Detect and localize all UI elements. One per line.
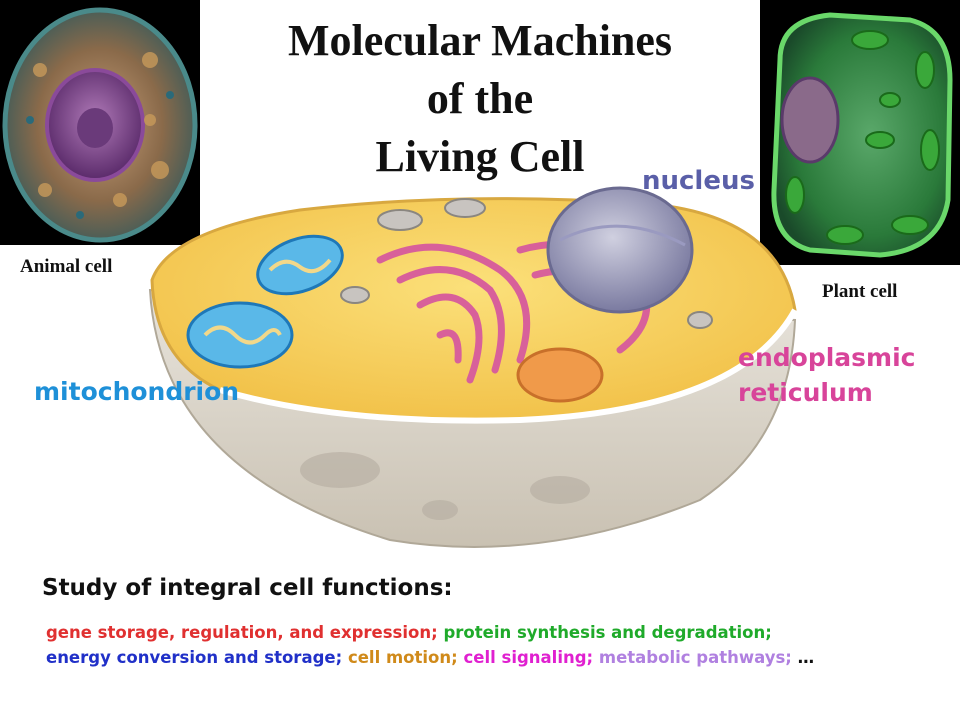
animal-cell-image [0, 0, 200, 245]
title-line-1: Molecular Machines [287, 16, 673, 65]
plant-cell-image [760, 0, 960, 265]
mitochondrion-label: mitochondrion [34, 377, 240, 406]
er-label: endoplasmic reticulum [738, 340, 915, 410]
function-item: protein synthesis and degradation; [443, 623, 772, 642]
plant-cell-caption: Plant cell [822, 281, 898, 302]
animal-cell-caption: Animal cell [20, 256, 113, 277]
study-heading: Study of integral cell functions: [42, 575, 453, 601]
title-line-2: of the [426, 74, 534, 123]
cell-cutaway-illustration [140, 170, 800, 555]
nucleus-label: nucleus [642, 166, 755, 196]
er-label-line-2: reticulum [738, 378, 873, 407]
function-item: cell signaling; [463, 648, 594, 667]
title-line-3: Living Cell [375, 132, 585, 181]
function-item: gene storage, regulation, and expression… [46, 623, 438, 642]
function-item: cell motion; [347, 648, 458, 667]
er-label-line-1: endoplasmic [738, 343, 916, 372]
function-item: energy conversion and storage; [46, 648, 343, 667]
function-item: metabolic pathways; [598, 648, 792, 667]
function-item: … [797, 648, 815, 667]
cell-functions-list: gene storage, regulation, and expression… [46, 620, 926, 670]
page-title: Molecular Machines of the Living Cell [200, 12, 760, 186]
